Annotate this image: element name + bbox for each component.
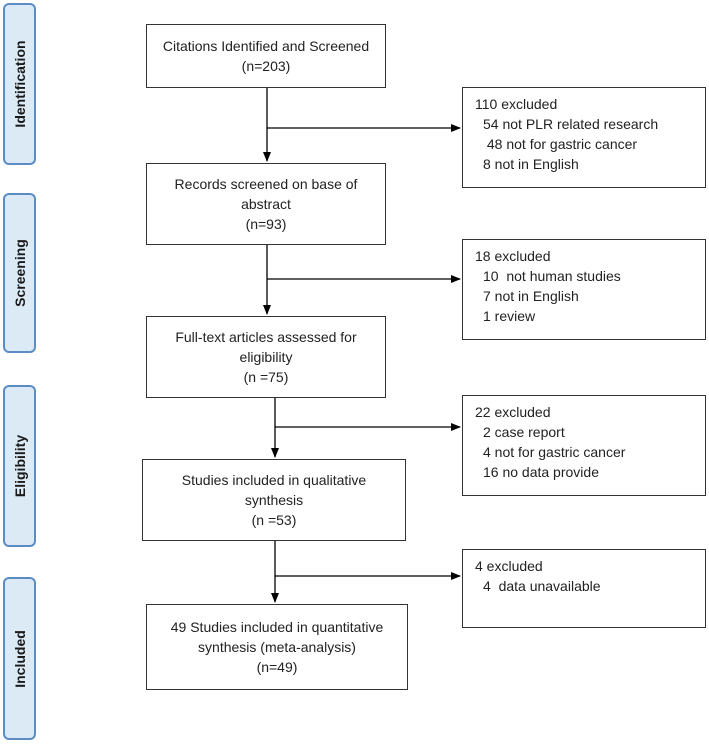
exclusion-reason: 10 not human studies bbox=[483, 268, 621, 284]
exclusion-reason: 8 not in English bbox=[483, 156, 579, 172]
box-count: (n=93) bbox=[245, 216, 287, 232]
exclusion-title: 110 excluded bbox=[475, 96, 558, 112]
phase-identification: Identification bbox=[3, 3, 36, 165]
exclusion-title: 22 excluded bbox=[475, 404, 551, 420]
box-line: Studies included in qualitative bbox=[181, 472, 367, 488]
exclusion-reason: 2 case report bbox=[483, 424, 565, 440]
box-identified: Citations Identified and Screened (n=203… bbox=[146, 24, 386, 88]
box-line: 49 Studies included in quantitative bbox=[170, 619, 384, 635]
box-screened: Records screened on base of abstract (n=… bbox=[146, 163, 386, 245]
exclusion-title: 18 excluded bbox=[475, 248, 551, 264]
box-count: (n=49) bbox=[256, 659, 298, 675]
phase-screening: Screening bbox=[3, 193, 36, 353]
exclusion-reason: 4 not for gastric cancer bbox=[483, 444, 626, 460]
box-line: synthesis (meta-analysis) bbox=[198, 639, 356, 655]
box-line: Citations Identified and Screened bbox=[162, 38, 370, 54]
box-line: abstract bbox=[241, 196, 291, 212]
box-count: (n=203) bbox=[241, 58, 291, 74]
phase-included: Included bbox=[3, 577, 36, 740]
box-count: (n =53) bbox=[251, 512, 297, 528]
exclusion-box-3: 22 excluded 2 case report 4 not for gast… bbox=[462, 395, 706, 496]
exclusion-reason: 54 not PLR related research bbox=[483, 116, 659, 132]
box-line: Records screened on base of bbox=[174, 176, 358, 192]
phase-eligibility: Eligibility bbox=[3, 385, 36, 547]
box-quantitative: 49 Studies included in quantitative synt… bbox=[146, 604, 408, 690]
exclusion-reason: 16 no data provide bbox=[483, 464, 599, 480]
exclusion-title: 4 excluded bbox=[475, 558, 543, 574]
box-fulltext: Full-text articles assessed for eligibil… bbox=[146, 316, 386, 398]
exclusion-reason: 4 data unavailable bbox=[483, 578, 601, 594]
box-line: Full-text articles assessed for bbox=[175, 329, 357, 345]
exclusion-reason: 1 review bbox=[483, 308, 536, 324]
exclusion-box-4: 4 excluded 4 data unavailable bbox=[462, 549, 706, 628]
box-qualitative: Studies included in qualitative synthesi… bbox=[142, 459, 406, 541]
exclusion-reason: 48 not for gastric cancer bbox=[483, 136, 638, 152]
exclusion-reason: 7 not in English bbox=[483, 288, 579, 304]
box-count: (n =75) bbox=[243, 369, 289, 385]
exclusion-box-2: 18 excluded 10 not human studies 7 not i… bbox=[462, 239, 706, 340]
exclusion-box-1: 110 excluded 54 not PLR related research… bbox=[462, 87, 706, 188]
box-line: eligibility bbox=[239, 349, 293, 365]
box-line: synthesis bbox=[244, 492, 304, 508]
